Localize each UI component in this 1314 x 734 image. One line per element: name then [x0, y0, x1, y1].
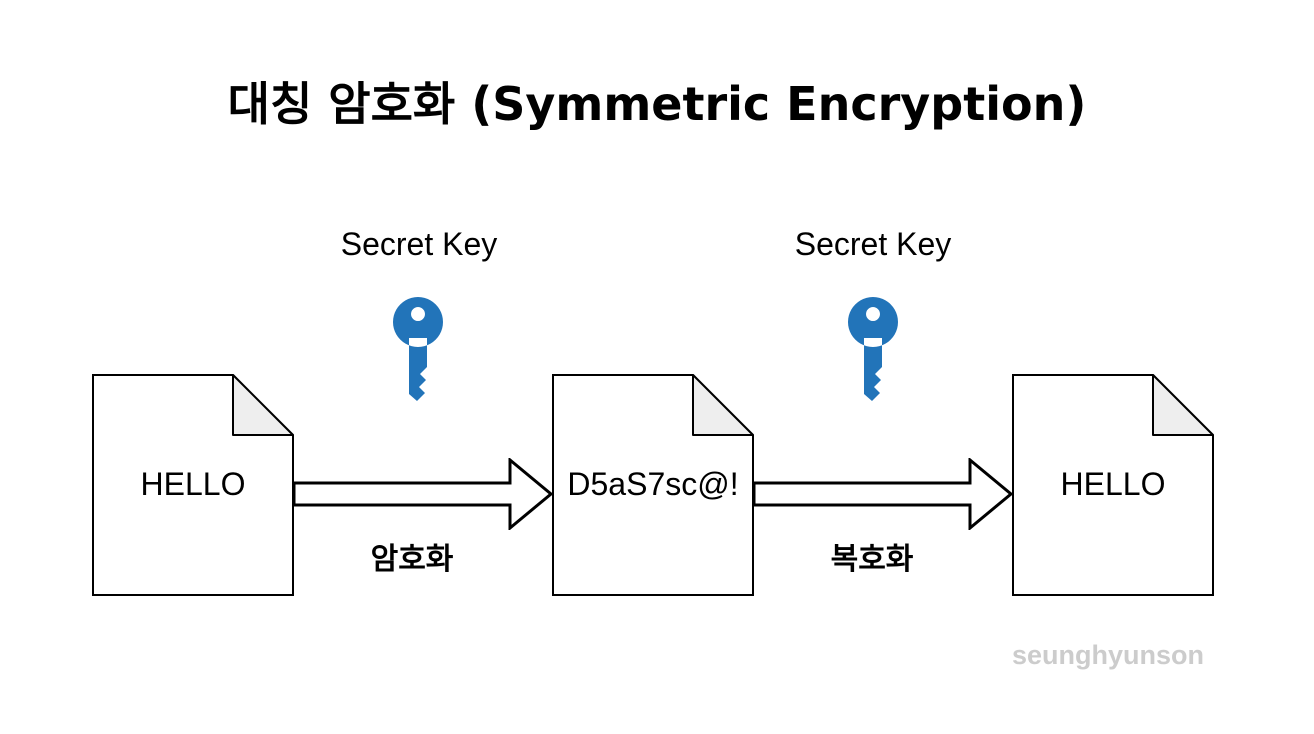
plaintext-text: HELLO [140, 466, 246, 502]
decrypted-text: HELLO [1060, 466, 1166, 502]
plaintext-document [92, 374, 294, 596]
decrypt-step-label: 복호화 [830, 542, 914, 577]
ciphertext-document [552, 374, 754, 596]
encrypt-step-label: 암호화 [370, 542, 454, 577]
diagram-title: 대칭 암호화 (Symmetric Encryption) [227, 77, 1087, 131]
key-icon-shape [392, 297, 443, 401]
key-icon [847, 297, 898, 401]
secret-key-label-decrypt: Secret Key [794, 226, 952, 262]
key-icon [392, 297, 443, 401]
key-icon-shape [847, 297, 898, 401]
ciphertext-text: D5aS7sc@! [567, 466, 739, 502]
document-fold [1152, 374, 1214, 436]
document-fold [692, 374, 754, 436]
encrypt-arrow [293, 458, 554, 530]
decrypted-document [1012, 374, 1214, 596]
document-fold [232, 374, 294, 436]
author-watermark: seunghyunson [1011, 640, 1204, 670]
secret-key-label-encrypt: Secret Key [340, 226, 498, 262]
decrypt-arrow [753, 458, 1014, 530]
